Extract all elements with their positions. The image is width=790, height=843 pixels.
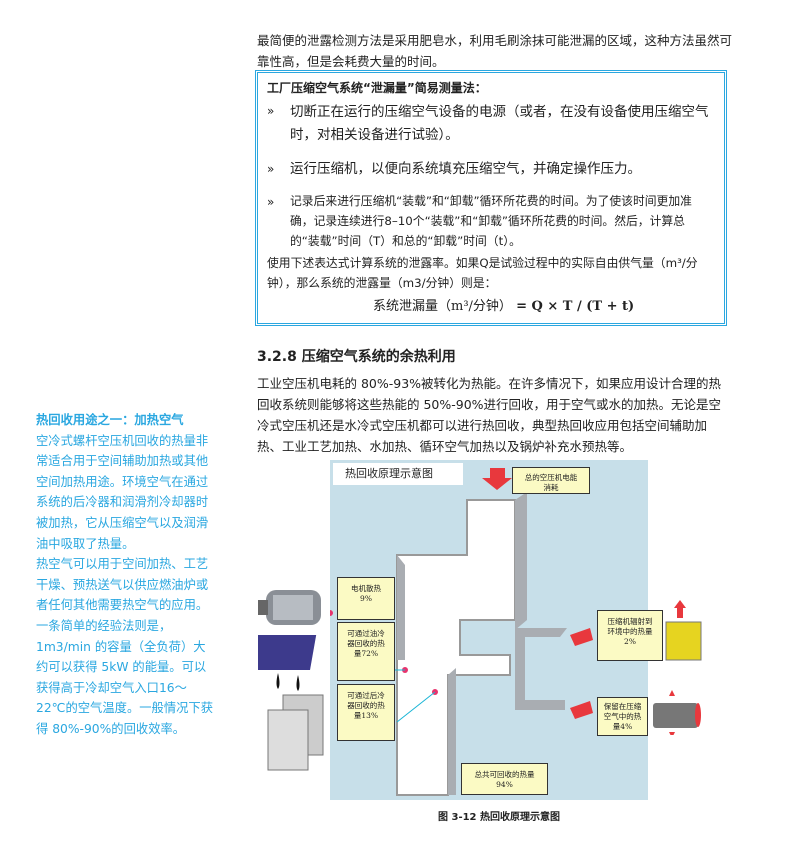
label-retained: 保留在压缩空气中的热量4% bbox=[597, 697, 648, 736]
leak-measurement-box: 工厂压缩空气系统“泄漏量”简易测量法： » 切断正在运行的压缩空气设备的电源（或… bbox=[255, 70, 727, 326]
input-arrow-icon bbox=[482, 468, 512, 490]
sidebar-paragraph: 热空气可以用于空间加热、工艺干燥、预热送气以供应燃油炉或者任何其他需要热空气的应… bbox=[36, 557, 214, 736]
oil-cooler-icon bbox=[258, 635, 317, 691]
compressor-illustrations bbox=[653, 600, 702, 735]
formula: 系统泄漏量（m³/分钟） = Q × T / (T + t) bbox=[373, 295, 634, 314]
label-motor-heat: 电机散热9% bbox=[337, 577, 395, 620]
body-paragraph: 工业空压机电耗的 80%-93%被转化为热能。在许多情况下，如果应用设计合理的热… bbox=[257, 376, 722, 454]
note-text: 使用下述表达式计算系统的泄露率。如果Q是试验过程中的实际自由供气量（m³/分钟）… bbox=[267, 256, 698, 290]
list-item: 记录后来进行压缩机“装载”和“卸载”循环所花费的时间。为了使该时间更加准确，记录… bbox=[290, 194, 692, 248]
bullet-icon: » bbox=[267, 104, 275, 118]
section-heading: 3.2.8 压缩空气系统的余热利用 bbox=[257, 349, 456, 365]
formula-expression: = Q × T / (T + t) bbox=[516, 299, 635, 314]
figure-caption: 图 3-12 热回收原理示意图 bbox=[438, 812, 560, 823]
label-total-recoverable: 总共可回收的热量94% bbox=[461, 763, 548, 795]
label-radiation: 压缩机辐射到环境中的热量2% bbox=[597, 610, 663, 661]
bullet-icon: » bbox=[267, 162, 275, 176]
intro-paragraph: 最简便的泄露检测方法是采用肥皂水，利用毛刷涂抹可能泄漏的区域，这种方法虽然可靠性… bbox=[257, 33, 733, 69]
aftercooler-icon bbox=[267, 694, 324, 771]
heat-flow-ducts bbox=[330, 468, 593, 796]
box-title: 工厂压缩空气系统“泄漏量”简易测量法： bbox=[267, 81, 487, 95]
label-aftercooler: 可通过后冷器回收的热量13% bbox=[337, 684, 395, 741]
retained-arrow-icon bbox=[570, 701, 593, 719]
formula-label: 系统泄漏量（m³/分钟） bbox=[373, 299, 512, 314]
sidebar-paragraph: 空冷式螺杆空压机回收的热量非常适合用于空间辅助加热或其他空间加热用途。环境空气在… bbox=[36, 433, 209, 551]
bullet-icon: » bbox=[267, 195, 275, 209]
equipment-illustrations bbox=[258, 590, 324, 771]
sidebar-title: 热回收用途之一：加热空气 bbox=[36, 413, 184, 427]
sidebar-note: 热回收用途之一：加热空气 空冷式螺杆空压机回收的热量非常适合用于空间辅助加热或其… bbox=[36, 410, 216, 740]
list-item: 运行压缩机，以便向系统填充压缩空气，并确定操作压力。 bbox=[290, 161, 641, 177]
label-oil-cooler: 可通过油冷器回收的热量72% bbox=[337, 622, 395, 681]
air-receiver-icon bbox=[653, 690, 701, 735]
list-item: 切断正在运行的压缩空气设备的电源（或者，在没有设备使用压缩空气时，对相关设备进行… bbox=[290, 104, 709, 143]
diagram-title: 热回收原理示意图 bbox=[333, 463, 463, 485]
heat-recovery-diagram: 热回收原理示意图 总的空压机电能消耗 电机散热9% 可通过油冷器回收的热量72%… bbox=[330, 460, 663, 800]
label-total-input: 总的空压机电能消耗 bbox=[512, 467, 590, 494]
compressor-icon bbox=[665, 600, 702, 661]
motor-icon bbox=[258, 590, 321, 625]
radiation-arrow-icon bbox=[570, 628, 593, 646]
